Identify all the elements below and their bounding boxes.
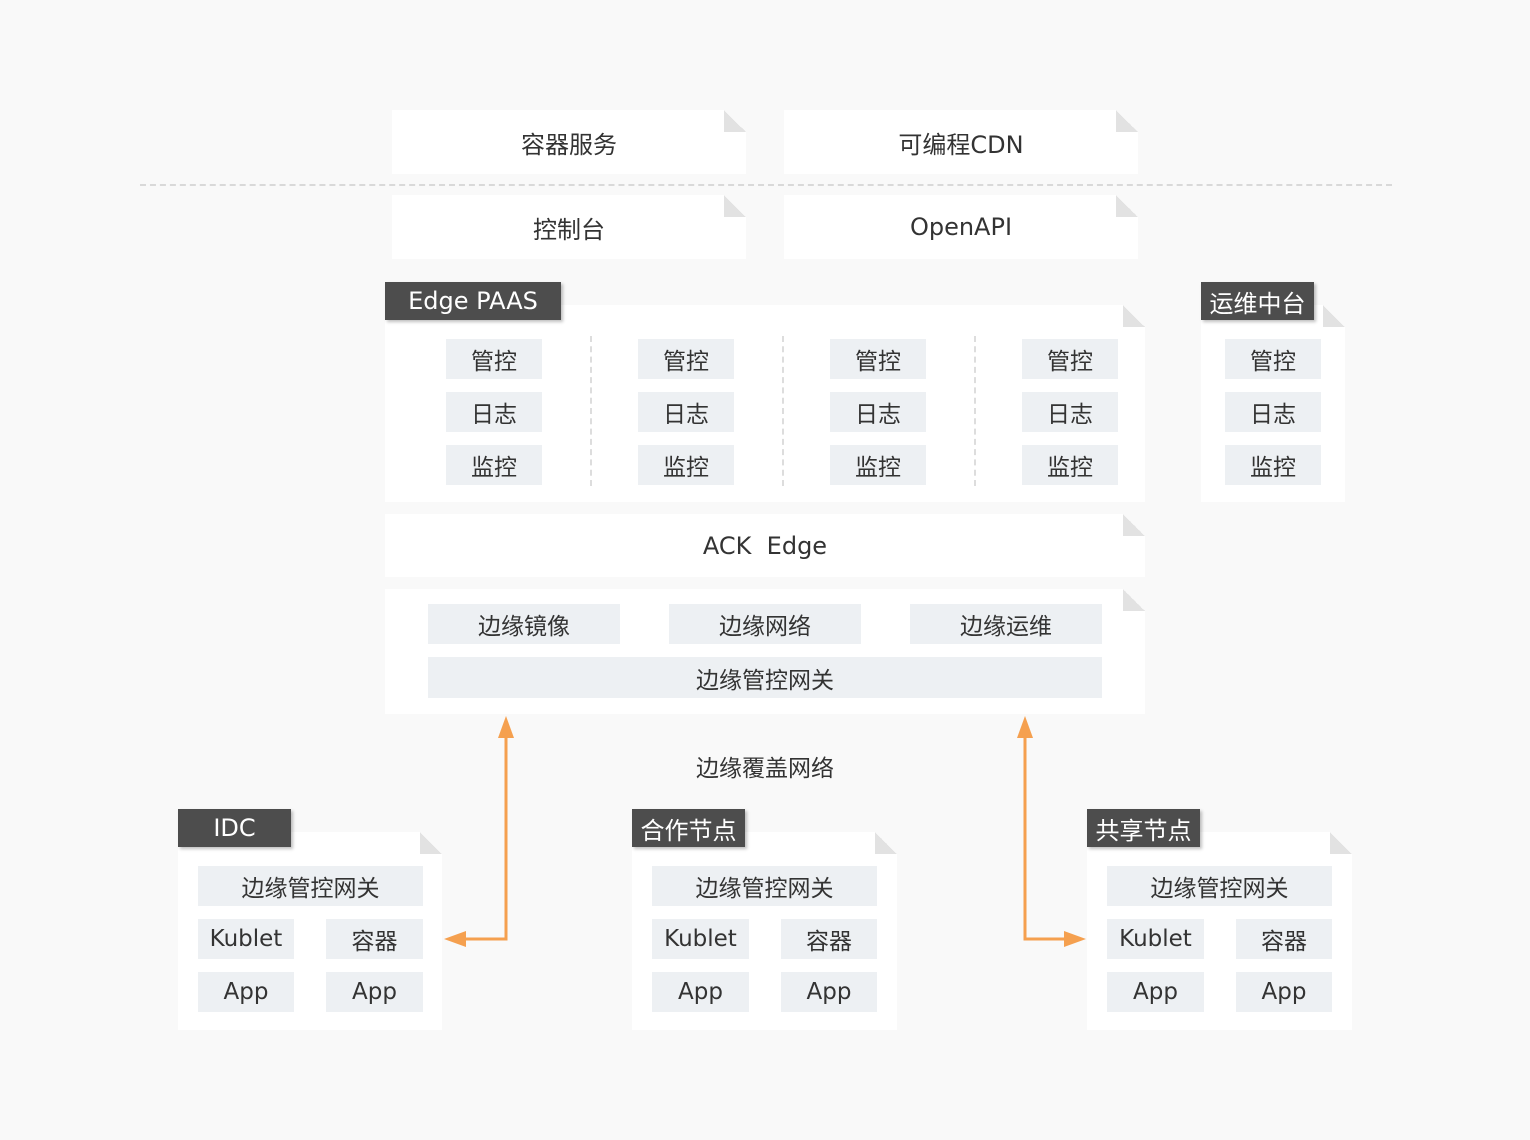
console-label: 控制台 bbox=[533, 215, 605, 244]
arrow-head-right bbox=[1064, 931, 1086, 947]
idc-tag: IDC bbox=[178, 809, 291, 847]
column-divider bbox=[974, 336, 976, 486]
console-box: 控制台 bbox=[392, 195, 746, 259]
paas-cell-log: 日志 bbox=[830, 392, 926, 432]
separator-line bbox=[140, 184, 1392, 186]
ops-cell-monitor: 监控 bbox=[1225, 445, 1321, 485]
app-cell: App bbox=[1236, 972, 1332, 1012]
node-gateway-cell: 边缘管控网关 bbox=[198, 866, 423, 906]
column-divider bbox=[590, 336, 592, 486]
shared-node-tag: 共享节点 bbox=[1087, 809, 1200, 847]
ops-platform-tag-label: 运维中台 bbox=[1209, 289, 1306, 318]
container-cell: 容器 bbox=[781, 919, 877, 959]
fold-corner bbox=[875, 832, 897, 854]
node-gateway-cell: 边缘管控网关 bbox=[652, 866, 877, 906]
paas-cell-monitor: 监控 bbox=[1022, 445, 1118, 485]
edge-image-cell: 边缘镜像 bbox=[428, 604, 620, 644]
kublet-cell: Kublet bbox=[198, 919, 294, 959]
arrow-head-left bbox=[444, 931, 466, 947]
container-cell: 容器 bbox=[1236, 919, 1332, 959]
fold-corner bbox=[1123, 305, 1145, 327]
paas-cell-monitor: 监控 bbox=[638, 445, 734, 485]
fold-corner bbox=[1123, 589, 1145, 611]
column-divider bbox=[782, 336, 784, 486]
kublet-cell: Kublet bbox=[1107, 919, 1204, 959]
paas-cell-log: 日志 bbox=[1022, 392, 1118, 432]
ops-cell-log: 日志 bbox=[1225, 392, 1321, 432]
container-service-label: 容器服务 bbox=[521, 130, 617, 159]
overlay-network-label: 边缘覆盖网络 bbox=[640, 746, 890, 786]
paas-cell-monitor: 监控 bbox=[446, 445, 542, 485]
kublet-cell: Kublet bbox=[652, 919, 749, 959]
app-cell: App bbox=[781, 972, 877, 1012]
fold-corner bbox=[420, 832, 442, 854]
fold-corner bbox=[1116, 195, 1138, 217]
programmable-cdn-box: 可编程CDN bbox=[784, 110, 1138, 174]
arrow-head-up bbox=[498, 716, 514, 738]
ops-platform-tag: 运维中台 bbox=[1201, 282, 1314, 320]
edge-paas-tag: Edge PAAS bbox=[385, 282, 561, 320]
edge-ops-cell: 边缘运维 bbox=[910, 604, 1102, 644]
paas-cell-control: 管控 bbox=[830, 339, 926, 379]
paas-cell-control: 管控 bbox=[446, 339, 542, 379]
fold-corner bbox=[724, 110, 746, 132]
programmable-cdn-label: 可编程CDN bbox=[898, 130, 1024, 159]
app-cell: App bbox=[1107, 972, 1204, 1012]
shared-node-tag-label: 共享节点 bbox=[1095, 816, 1192, 845]
paas-cell-control: 管控 bbox=[1022, 339, 1118, 379]
edge-gateway-cell: 边缘管控网关 bbox=[428, 657, 1102, 698]
arrow-head-up bbox=[1017, 716, 1033, 738]
fold-corner bbox=[1323, 305, 1345, 327]
app-cell: App bbox=[326, 972, 423, 1012]
paas-cell-log: 日志 bbox=[446, 392, 542, 432]
openapi-label: OpenAPI bbox=[909, 213, 1013, 241]
ack-edge-box: ACK Edge bbox=[385, 514, 1145, 577]
overlay-network-text: 边缘覆盖网络 bbox=[696, 756, 834, 782]
fold-corner bbox=[1123, 514, 1145, 536]
fold-corner bbox=[1116, 110, 1138, 132]
ack-edge-label: ACK Edge bbox=[702, 531, 828, 560]
app-cell: App bbox=[652, 972, 749, 1012]
ops-cell-control: 管控 bbox=[1225, 339, 1321, 379]
paas-cell-monitor: 监控 bbox=[830, 445, 926, 485]
idc-link-line bbox=[462, 732, 508, 941]
shared-node-link-line bbox=[1023, 732, 1068, 941]
container-service-box: 容器服务 bbox=[392, 110, 746, 174]
paas-cell-log: 日志 bbox=[638, 392, 734, 432]
edge-paas-tag-label: Edge PAAS bbox=[408, 287, 538, 315]
paas-cell-control: 管控 bbox=[638, 339, 734, 379]
partner-node-tag: 合作节点 bbox=[632, 809, 745, 847]
fold-corner bbox=[1330, 832, 1352, 854]
openapi-box: OpenAPI bbox=[784, 195, 1138, 259]
node-gateway-cell: 边缘管控网关 bbox=[1107, 866, 1332, 906]
idc-tag-label: IDC bbox=[213, 814, 256, 842]
fold-corner bbox=[724, 195, 746, 217]
partner-node-tag-label: 合作节点 bbox=[640, 816, 737, 845]
container-cell: 容器 bbox=[326, 919, 423, 959]
app-cell: App bbox=[198, 972, 294, 1012]
edge-network-cell: 边缘网络 bbox=[669, 604, 861, 644]
